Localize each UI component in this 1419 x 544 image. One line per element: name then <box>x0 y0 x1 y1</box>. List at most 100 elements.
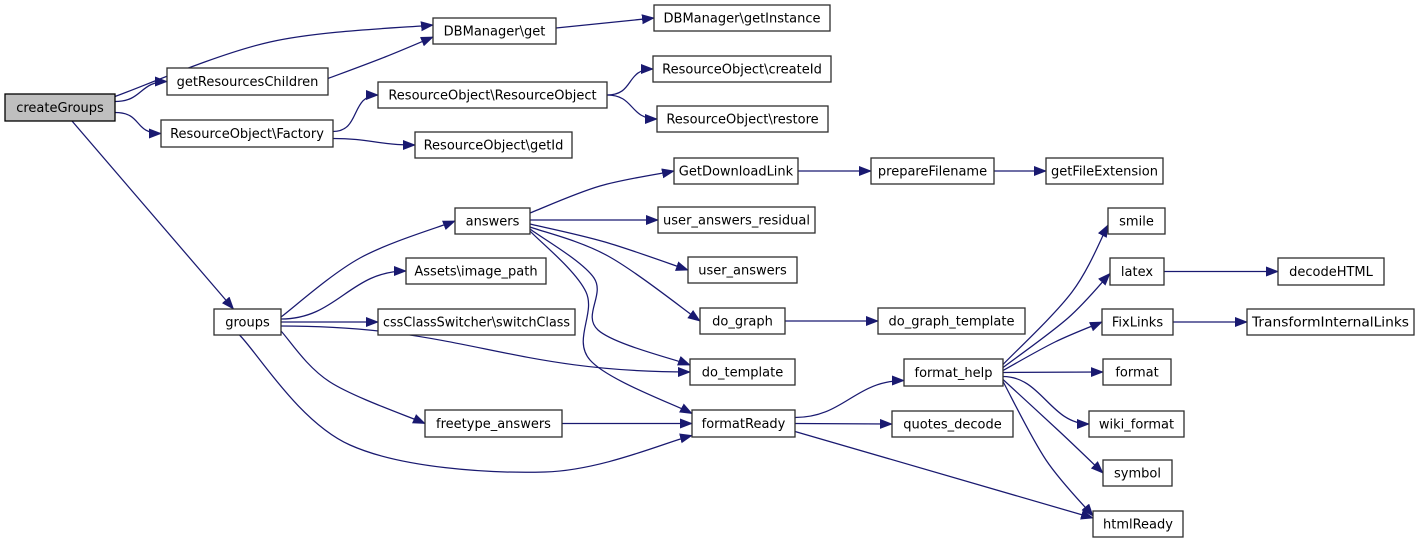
node-answers[interactable]: answers <box>454 207 531 235</box>
node-box-GetDownloadLink[interactable] <box>673 157 799 185</box>
node-wiki_format[interactable]: wiki_format <box>1088 410 1185 438</box>
node-box-decodeHTML[interactable] <box>1277 257 1385 286</box>
node-latex[interactable]: latex <box>1109 257 1165 286</box>
node-box-format[interactable] <box>1102 358 1172 386</box>
node-box-do_graph[interactable] <box>699 307 786 335</box>
edges-layer <box>71 14 1279 520</box>
node-box-format_help[interactable] <box>903 358 1004 387</box>
node-box-DBManager_getInstance[interactable] <box>653 4 831 32</box>
node-label: groups <box>225 316 270 331</box>
edge-answers-to-GetDownloadLink <box>529 168 675 214</box>
node-label: htmlReady <box>1103 518 1173 533</box>
edge-groups-to-freetype_answers <box>280 330 426 425</box>
node-box-prepareFilename[interactable] <box>870 157 995 185</box>
node-box-wiki_format[interactable] <box>1088 410 1185 438</box>
node-box-symbol[interactable] <box>1102 459 1173 487</box>
node-box-groups[interactable] <box>213 308 282 336</box>
node-htmlReady[interactable]: htmlReady <box>1092 510 1184 538</box>
edge-ResourceObject_ResourceObject-to-ResourceObject_restore <box>606 94 658 124</box>
node-TransformInternalLinks[interactable]: TransformInternalLinks <box>1246 308 1415 336</box>
node-box-do_template[interactable] <box>689 358 796 386</box>
node-format[interactable]: format <box>1102 358 1172 386</box>
node-do_graph[interactable]: do_graph <box>699 307 786 335</box>
edge-getResourcesChildren-to-DBManager_get <box>327 36 434 80</box>
node-Assets_image_path[interactable]: Assets\image_path <box>405 257 547 285</box>
edge-groups-to-answers <box>280 220 456 318</box>
node-freetype_answers[interactable]: freetype_answers <box>424 409 563 438</box>
node-box-do_graph_template[interactable] <box>877 307 1026 335</box>
node-box-freetype_answers[interactable] <box>424 409 563 438</box>
node-ResourceObject_getId[interactable]: ResourceObject\getId <box>414 131 573 159</box>
node-prepareFilename[interactable]: prepareFilename <box>870 157 995 185</box>
edge-createGroups-to-groups <box>71 120 235 310</box>
edge-ResourceObject_Factory-to-ResourceObject_ResourceObject <box>332 90 379 133</box>
node-getResourcesChildren[interactable]: getResourcesChildren <box>166 67 329 96</box>
node-decodeHTML[interactable]: decodeHTML <box>1277 257 1385 286</box>
edge-answers-to-do_graph <box>529 226 701 322</box>
node-label: wiki_format <box>1099 418 1174 433</box>
node-box-user_answers[interactable] <box>687 256 798 284</box>
node-createGroups: createGroups <box>4 93 116 122</box>
node-label: DBManager\getInstance <box>664 12 821 27</box>
edge-ResourceObject_Factory-to-ResourceObject_getId <box>332 137 416 150</box>
edge-format_help-to-latex <box>1002 272 1111 368</box>
node-box-formatReady[interactable] <box>691 409 796 438</box>
node-label: symbol <box>1114 467 1161 482</box>
node-box-DBManager_get[interactable] <box>432 17 557 45</box>
node-box-quotes_decode[interactable] <box>891 410 1014 438</box>
node-DBManager_get[interactable]: DBManager\get <box>432 17 557 45</box>
node-GetDownloadLink[interactable]: GetDownloadLink <box>673 157 799 185</box>
node-label: ResourceObject\restore <box>666 113 818 128</box>
edge-groups-to-Assets_image_path <box>280 266 407 320</box>
node-smile[interactable]: smile <box>1107 207 1166 235</box>
node-box-Assets_image_path[interactable] <box>405 257 547 285</box>
edge-formatReady-to-quotes_decode <box>794 418 893 429</box>
node-box-ResourceObject_createId[interactable] <box>652 55 832 83</box>
node-box-answers[interactable] <box>454 207 531 235</box>
edge-format_help-to-htmlReady <box>1002 381 1094 517</box>
edge-answers-to-user_answers <box>529 223 689 271</box>
node-label: DBManager\get <box>444 25 546 40</box>
node-ResourceObject_createId[interactable]: ResourceObject\createId <box>652 55 832 83</box>
node-box-htmlReady[interactable] <box>1092 510 1184 538</box>
node-box-TransformInternalLinks[interactable] <box>1246 308 1415 336</box>
node-label: format_help <box>915 366 993 381</box>
node-box-ResourceObject_restore[interactable] <box>656 105 829 133</box>
node-box-getResourcesChildren[interactable] <box>166 67 329 96</box>
node-box-FixLinks[interactable] <box>1101 308 1174 336</box>
node-box-user_answers_residual[interactable] <box>657 206 816 234</box>
node-user_answers_residual[interactable]: user_answers_residual <box>657 206 816 234</box>
node-symbol[interactable]: symbol <box>1102 459 1173 487</box>
node-box-smile[interactable] <box>1107 207 1166 235</box>
node-user_answers[interactable]: user_answers <box>687 256 798 284</box>
node-label: decodeHTML <box>1289 265 1374 280</box>
node-box-latex[interactable] <box>1109 257 1165 286</box>
node-getFileExtension[interactable]: getFileExtension <box>1045 157 1164 185</box>
node-box-ResourceObject_ResourceObject[interactable] <box>377 81 608 109</box>
edge-ResourceObject_ResourceObject-to-ResourceObject_createId <box>606 64 654 96</box>
node-cssClassSwitcher_switchClass[interactable]: cssClassSwitcher\switchClass <box>377 308 576 336</box>
node-do_graph_template[interactable]: do_graph_template <box>877 307 1026 335</box>
node-box-ResourceObject_getId[interactable] <box>414 131 573 159</box>
node-formatReady[interactable]: formatReady <box>691 409 796 438</box>
node-ResourceObject_Factory[interactable]: ResourceObject\Factory <box>160 119 334 148</box>
node-label: ResourceObject\ResourceObject <box>388 89 596 104</box>
node-box-getFileExtension[interactable] <box>1045 157 1164 185</box>
node-box-ResourceObject_Factory[interactable] <box>160 119 334 148</box>
node-ResourceObject_ResourceObject[interactable]: ResourceObject\ResourceObject <box>377 81 608 109</box>
node-format_help[interactable]: format_help <box>903 358 1004 387</box>
node-box-cssClassSwitcher_switchClass[interactable] <box>377 308 576 336</box>
node-label: getResourcesChildren <box>177 75 319 90</box>
node-FixLinks[interactable]: FixLinks <box>1101 308 1174 336</box>
node-ResourceObject_restore[interactable]: ResourceObject\restore <box>656 105 829 133</box>
edge-groups-to-do_template <box>280 325 691 377</box>
node-DBManager_getInstance[interactable]: DBManager\getInstance <box>653 4 831 32</box>
node-box-createGroups <box>4 93 116 122</box>
node-quotes_decode[interactable]: quotes_decode <box>891 410 1014 438</box>
node-label: user_answers <box>698 264 787 279</box>
node-label: TransformInternalLinks <box>1251 316 1409 331</box>
node-do_template[interactable]: do_template <box>689 358 796 386</box>
node-groups[interactable]: groups <box>213 308 282 336</box>
edge-format_help-to-FixLinks <box>1002 321 1103 372</box>
edge-answers-to-formatReady <box>529 230 693 415</box>
